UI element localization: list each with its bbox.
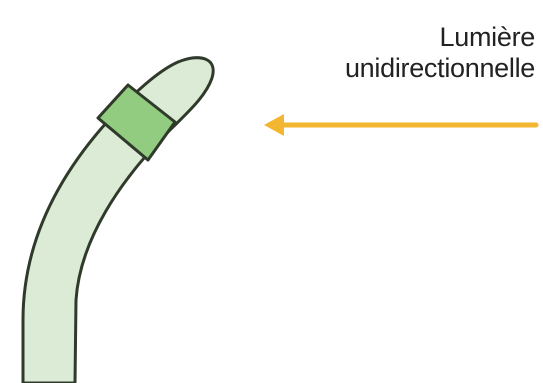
light-label-line-2: unidirectionnelle [345,53,535,84]
light-arrow-head [264,114,284,136]
light-label-line-1: Lumière [345,22,535,53]
left-arrow-icon [264,114,536,136]
light-label: Lumière unidirectionnelle [345,22,535,84]
